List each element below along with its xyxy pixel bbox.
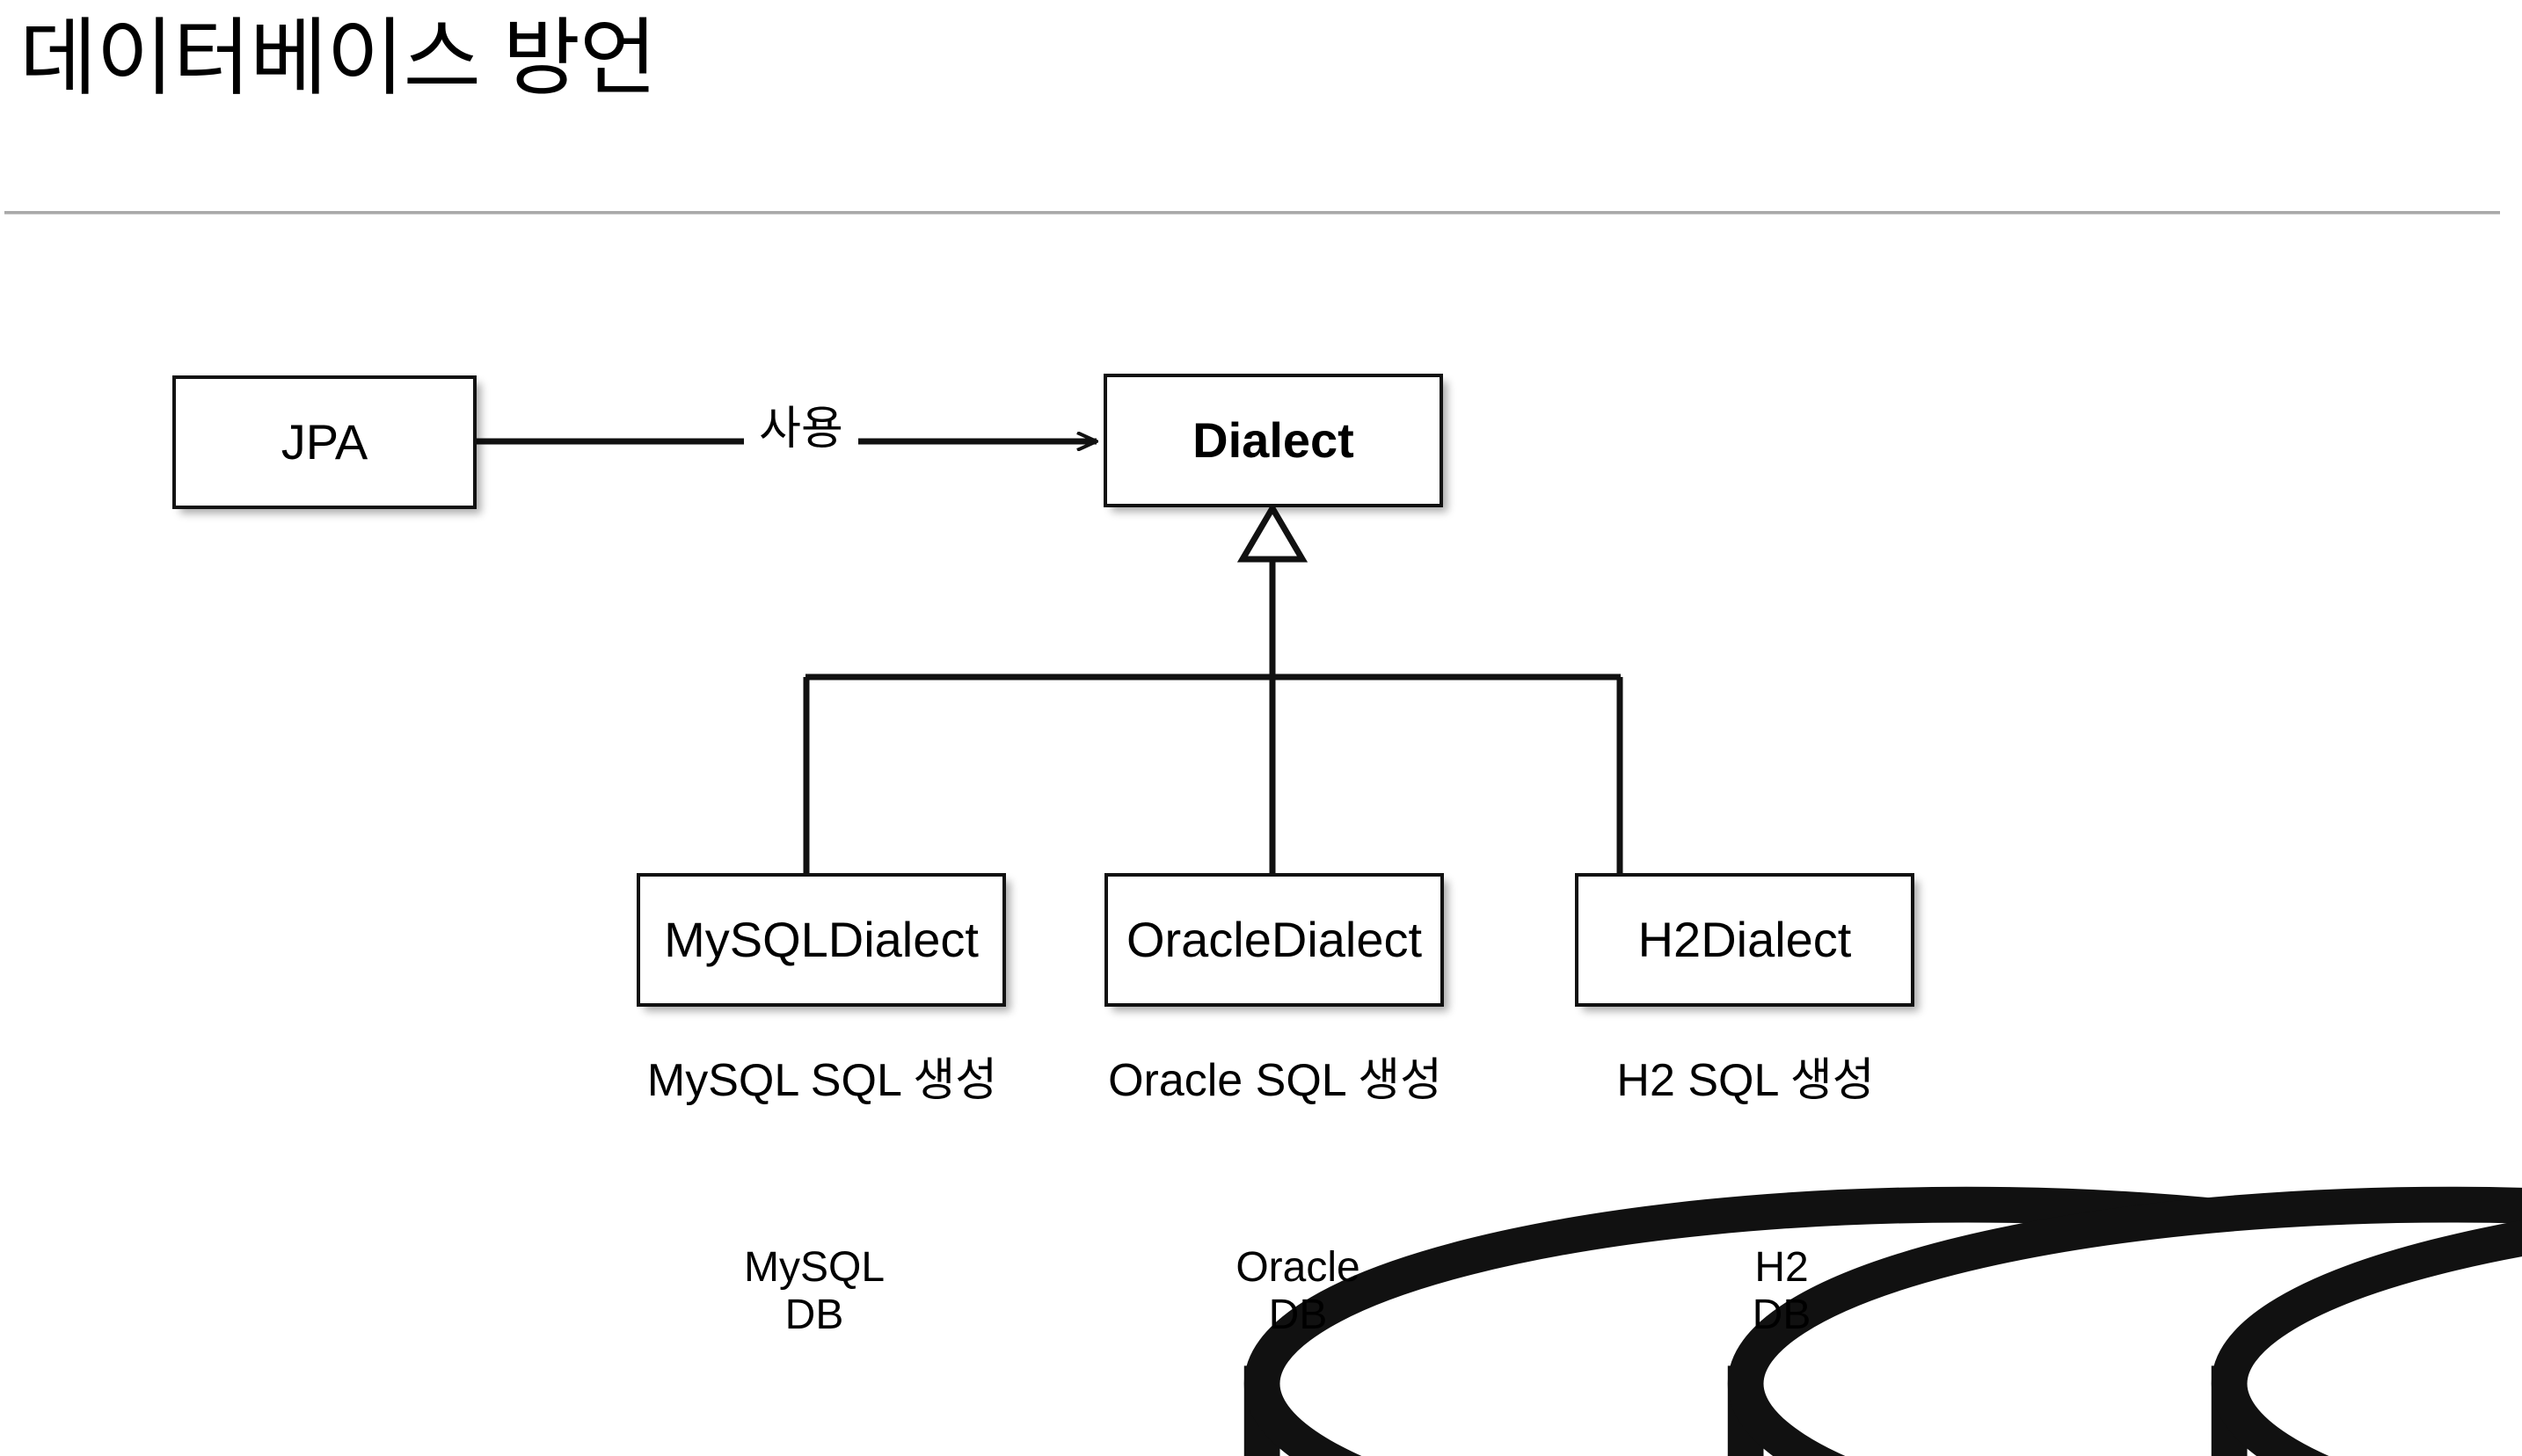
cylinder-shape-icon — [2211, 1219, 2522, 1456]
title-divider — [4, 211, 2500, 215]
node-oracle-dialect: OracleDialect — [1104, 873, 1444, 1007]
caption-h2-sql: H2 SQL 생성 — [1616, 1055, 1875, 1106]
inheritance-triangle — [1236, 502, 1308, 563]
database-cylinder-h2: H2 DB — [1673, 1181, 2522, 1456]
node-mysql-dialect-label: MySQLDialect — [664, 912, 979, 967]
page-title: 데이터베이스 방언 — [19, 11, 657, 106]
node-mysql-dialect: MySQLDialect — [637, 873, 1006, 1007]
node-dialect-label: Dialect — [1192, 412, 1354, 468]
database-cylinder-oracle: Oracle DB — [1189, 1181, 2522, 1456]
node-dialect: Dialect — [1104, 374, 1443, 507]
caption-oracle-sql: Oracle SQL 생성 — [1108, 1055, 1442, 1106]
node-jpa-label: JPA — [281, 414, 368, 470]
node-oracle-dialect-label: OracleDialect — [1126, 912, 1423, 967]
node-h2-dialect: H2Dialect — [1575, 873, 1914, 1007]
edge-label-use: 사용 — [744, 406, 858, 452]
caption-mysql-sql: MySQL SQL 생성 — [646, 1055, 998, 1106]
database-cylinder-mysql: MySQL DB — [705, 1181, 2522, 1456]
node-jpa: JPA — [172, 375, 477, 509]
node-h2-dialect-label: H2Dialect — [1637, 912, 1852, 967]
